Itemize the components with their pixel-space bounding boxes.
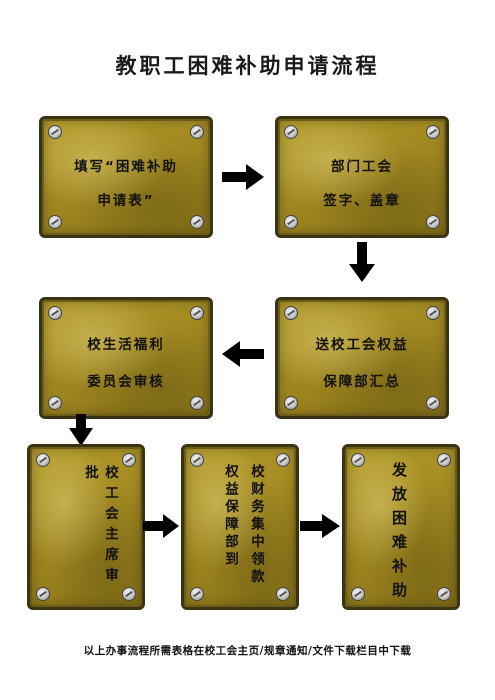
screw-icon	[284, 215, 298, 229]
screw-icon	[426, 125, 440, 139]
screw-icon	[190, 453, 204, 467]
step-fill-form: 填写“困难补助 申请表”	[39, 116, 213, 238]
step-text-line2: 申请表”	[97, 193, 155, 209]
screw-icon	[190, 215, 204, 229]
step-send-rights: 送校工会权益 保障部汇总	[275, 297, 449, 419]
screw-icon	[190, 306, 204, 320]
screw-icon	[437, 587, 451, 601]
screw-icon	[48, 396, 62, 410]
screw-icon	[190, 125, 204, 139]
step-text-col2: 校财务集中领款	[248, 464, 264, 587]
step-dept-union: 部门工会 签字、盖章	[275, 116, 449, 238]
screw-icon	[426, 215, 440, 229]
step-text-line1: 校生活福利	[87, 337, 165, 353]
arrow-down-icon	[69, 414, 93, 446]
step-text-line2: 委员会审核	[87, 374, 165, 390]
step-text-line2: 签字、盖章	[323, 193, 401, 209]
screw-icon	[190, 396, 204, 410]
step-text-line1: 部门工会	[331, 159, 393, 175]
arrow-left-icon	[222, 341, 264, 367]
screw-icon	[276, 453, 290, 467]
arrow-right-icon	[300, 514, 340, 538]
arrow-down-icon	[349, 242, 375, 282]
screw-icon	[284, 306, 298, 320]
screw-icon	[48, 306, 62, 320]
step-welfare-committee: 校生活福利 委员会审核	[39, 297, 213, 419]
step-distribute: 发放困难补助	[342, 444, 460, 610]
screw-icon	[284, 125, 298, 139]
step-chairman-approve: 校工会主席审批	[27, 444, 145, 610]
screw-icon	[437, 453, 451, 467]
screw-icon	[122, 587, 136, 601]
screw-icon	[122, 453, 136, 467]
step-rights-dept: 权益保障部到 校财务集中领款	[181, 444, 299, 610]
screw-icon	[426, 306, 440, 320]
footer-note: 以上办事流程所需表格在校工会主页/规章通知/文件下载栏目中下载	[83, 645, 412, 657]
screw-icon	[351, 453, 365, 467]
screw-icon	[190, 587, 204, 601]
screw-icon	[48, 125, 62, 139]
step-text-line2: 保障部汇总	[323, 374, 401, 390]
step-text-vertical: 校工会主席审批	[82, 465, 118, 588]
step-text-line1: 送校工会权益	[315, 337, 409, 353]
screw-icon	[48, 215, 62, 229]
screw-icon	[351, 587, 365, 601]
step-text-line1: 填写“困难补助	[74, 159, 178, 175]
arrow-right-icon	[143, 514, 179, 538]
page-title: 教职工困难补助申请流程	[115, 54, 380, 78]
screw-icon	[284, 396, 298, 410]
step-text-col1: 权益保障部到	[222, 464, 238, 569]
screw-icon	[36, 587, 50, 601]
step-text-vertical: 发放困难补助	[390, 462, 408, 606]
screw-icon	[276, 587, 290, 601]
arrow-right-icon	[222, 164, 264, 190]
screw-icon	[36, 453, 50, 467]
screw-icon	[426, 396, 440, 410]
